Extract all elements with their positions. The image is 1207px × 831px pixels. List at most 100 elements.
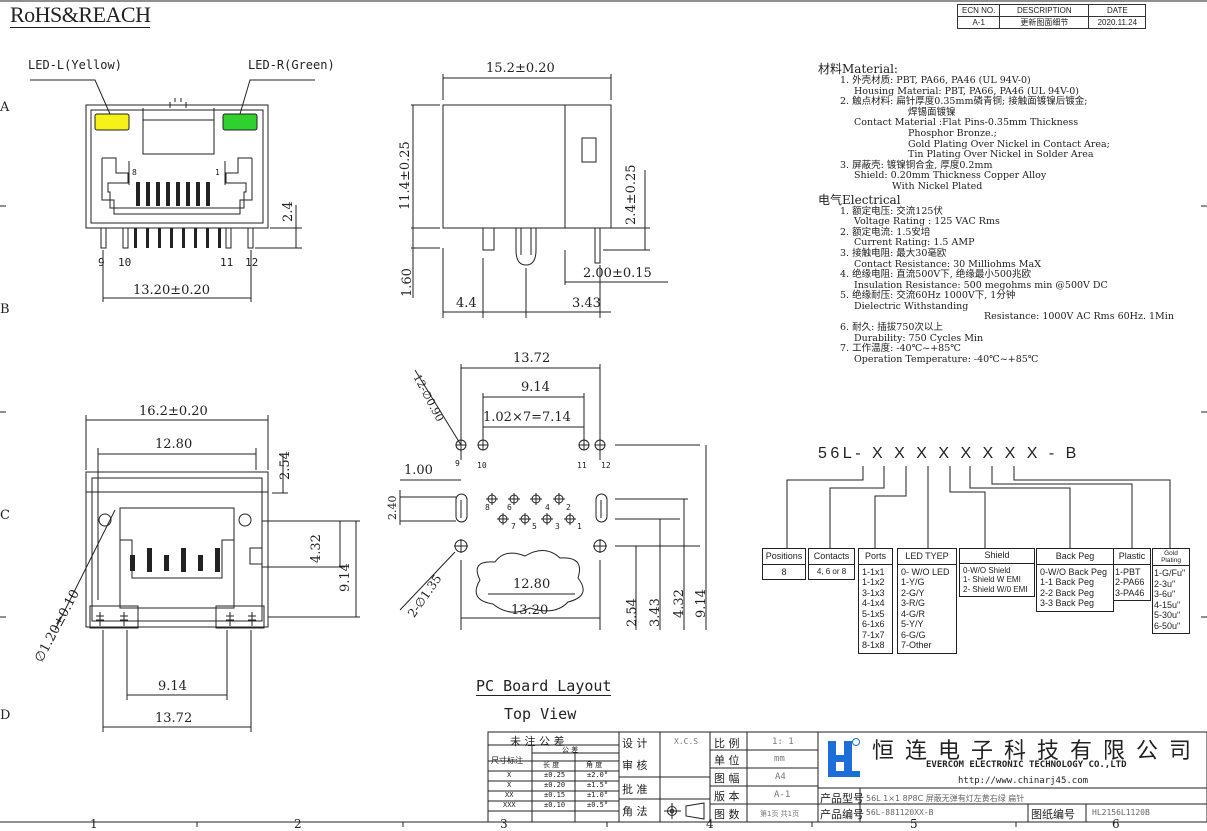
- company-name-en: EVERCOM ELECTRONIC TECHNOLOGY CO.,LTD: [926, 760, 1127, 770]
- pcb-dim-13-72: 13.72: [513, 351, 551, 366]
- pin9-label: 9: [98, 256, 105, 269]
- option-item: 2-G/Y: [901, 587, 925, 598]
- option-item: 4-1x4: [862, 598, 885, 608]
- option-item: 6-G/G: [901, 629, 926, 640]
- pcb-dim-1-00: 1.00: [404, 463, 433, 478]
- electrical-line: Voltage Rating : 125 VAC Rms: [854, 216, 1000, 228]
- option-item: 4-G/R: [901, 608, 926, 619]
- tol-cell: XXX: [503, 801, 516, 809]
- check-label: 审 核: [622, 759, 648, 772]
- frame-row-d: D: [0, 708, 11, 723]
- pcb-dim-9-14: 9.14: [521, 380, 550, 395]
- option-item: 0-W/O Shield: [963, 565, 1011, 575]
- version-label: 版 本: [714, 790, 740, 803]
- pcb-pin11: 11: [577, 461, 587, 470]
- side-dim-2-4: 2.4±0.25: [624, 164, 639, 225]
- option-item: 7-1x7: [862, 629, 885, 640]
- pin10-label: 10: [118, 256, 132, 269]
- unit-value: mm: [774, 754, 785, 764]
- side-dim-2-00: 2.00±0.15: [583, 266, 652, 281]
- tol-cell: X: [507, 781, 512, 789]
- electrical-line: 2. 额定电流: 1.5安培: [840, 226, 931, 238]
- ecn-desc: 更新图面细节: [999, 16, 1090, 29]
- material-line: 焊锡面镀镍: [908, 106, 956, 118]
- design-label: 设 计: [622, 737, 648, 750]
- pcb-dim-4-32: 4.32: [672, 589, 687, 618]
- option-back-peg: Back Peg 0-W/O Back Peg 1-1 Back Peg 2-2…: [1036, 548, 1114, 612]
- tol-cell: ±0.20: [544, 781, 566, 789]
- pcb-pin8: 8: [485, 503, 490, 512]
- scale-label: 比 例: [714, 737, 740, 750]
- electrical-line: 6. 耐久: 插拔750次以上: [840, 322, 943, 334]
- tol-title: 未 注 公 差: [510, 735, 565, 748]
- side-view: [411, 74, 668, 318]
- option-title: LED TYEP: [898, 549, 956, 565]
- pcb-pin1: 1: [577, 522, 582, 531]
- material-title: 材料Material:: [818, 62, 898, 76]
- pcb-pin6: 6: [507, 503, 512, 512]
- option-item: 2- Shield W/0 EMI: [963, 584, 1028, 594]
- option-item: 1-1 Back Peg: [1040, 577, 1095, 587]
- design-value: X.C.S: [674, 737, 699, 746]
- pcb-dim-13-20: 13.20: [511, 603, 549, 618]
- pages-value: 第1页 共1页: [760, 810, 800, 818]
- option-led-type: LED TYEP 0- W/O LED 1-Y/G 2-G/Y 3-R/G 4-…: [897, 548, 957, 654]
- bottom-dim-9-14b: 9.14: [158, 679, 187, 694]
- option-item: 3-PA46: [1115, 587, 1145, 598]
- electrical-line: Contact Resistance: 30 Milliohms MaX: [854, 258, 1041, 270]
- material-line: 2. 触点材料: 扁针厚度0.35mm磷青铜; 接触面镀镍后镀金;: [840, 96, 1088, 108]
- option-item: 2-PA66: [1115, 577, 1145, 587]
- model-label: 产品型号: [820, 792, 864, 805]
- option-contacts: Contacts 4, 6 or 8: [808, 548, 855, 580]
- tol-cell: ±1.0°: [587, 791, 609, 799]
- tol-cell: ±0.10: [544, 801, 566, 809]
- electrical-line: Resistance: 1000V AC Rms 60Hz. 1Min: [984, 311, 1174, 323]
- front-dim-13-20: 13.20±0.20: [133, 283, 211, 298]
- ecn-date: 2020.11.24: [1088, 16, 1147, 29]
- option-plastic: Plastic 1-PBT 2-PA66 3-PA46: [1113, 548, 1151, 601]
- front-view: [30, 79, 315, 302]
- frame-col-5: 5: [910, 817, 918, 831]
- pcb-dim-9-14b: 9.14: [694, 589, 709, 618]
- unit-label: 单 位: [714, 754, 740, 767]
- option-title: Ports: [859, 549, 892, 565]
- bottom-dim-2-54: 2.54: [278, 451, 293, 480]
- option-title: Back Peg: [1037, 549, 1113, 565]
- electrical-line: 3. 接触电阻: 最大30毫欧: [840, 247, 947, 259]
- ecn-no: A-1: [956, 16, 1001, 29]
- part-number-code: 56L- X X X X X X X X - B: [818, 445, 1080, 462]
- pcb-pin10: 10: [477, 461, 487, 470]
- tol-cell: ±0.15: [544, 791, 566, 799]
- option-value: 4, 6 or 8: [816, 566, 847, 576]
- front-dim-2-4: 2.4: [281, 201, 296, 222]
- company-url[interactable]: http://www.chinarj45.com: [958, 776, 1089, 786]
- side-dim-4-4: 4.4: [456, 296, 477, 311]
- material-line: Gold Plating Over Nickel in Contact Area…: [908, 138, 1110, 150]
- option-item: 0-W/O Back Peg: [1040, 566, 1108, 577]
- pcb-layout-subtitle: Top View: [504, 705, 577, 723]
- option-title: Positions: [763, 549, 805, 565]
- option-item: 8-1x8: [862, 640, 885, 650]
- pcb-layout-title: PC Board Layout: [476, 677, 612, 696]
- tol-cell: ±0.25: [544, 771, 566, 779]
- tol-cell: XX: [505, 791, 514, 799]
- option-title: Plastic: [1114, 549, 1150, 565]
- electrical-line: Current Rating: 1.5 AMP: [854, 237, 975, 249]
- bottom-dim-4-32: 4.32: [309, 534, 324, 563]
- scale-value: 1: 1: [772, 737, 794, 747]
- electrical-line: 7. 工作温度: -40℃~+85℃: [840, 343, 961, 355]
- code-value: 56L-881120XX-B: [866, 808, 934, 817]
- electrical-line: 1. 额定电压: 交流125伏: [840, 205, 943, 217]
- material-line: Contact Material :Flat Pins-0.35mm Thick…: [854, 117, 1079, 129]
- side-dim-11-4: 11.4±0.25: [398, 141, 413, 210]
- pcb-pin4: 4: [545, 503, 550, 512]
- bottom-view: [54, 415, 360, 732]
- option-item: 1-PBT: [1115, 566, 1141, 577]
- option-item: 2-3u": [1154, 578, 1176, 589]
- option-item: 3-1x3: [862, 587, 885, 598]
- title-block: [487, 731, 1207, 823]
- option-ports: Ports 1-1x1 1-1x2 3-1x3 4-1x4 5-1x5 6-1x…: [858, 548, 893, 654]
- side-dim-3-43: 3.43: [572, 296, 601, 311]
